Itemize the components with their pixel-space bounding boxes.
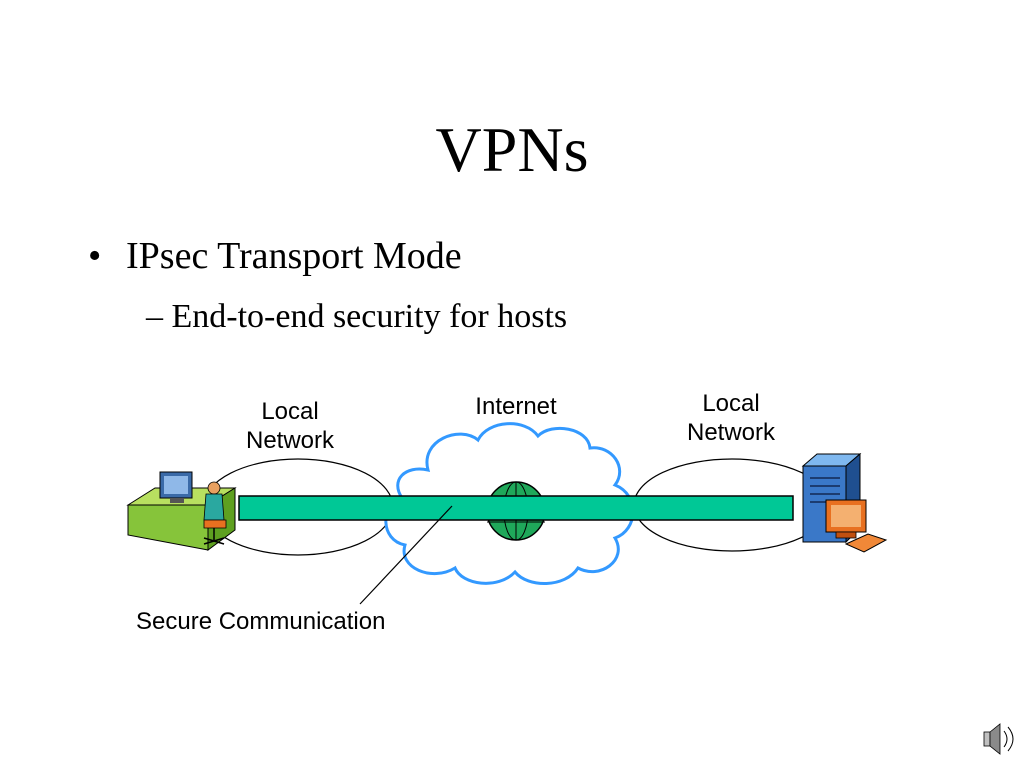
left-network-label-line2: Network — [245, 426, 335, 454]
speaker-icon — [983, 723, 1014, 755]
bullet-text: IPsec Transport Mode — [126, 235, 462, 277]
right-network-label: Local Network — [669, 390, 793, 448]
bullet-item: • IPsec Transport Mode — [88, 235, 462, 278]
callout-line — [359, 505, 453, 605]
left-network-label-line1: Local — [261, 398, 319, 425]
internet-label: Internet — [475, 393, 557, 420]
user-workstation-icon — [126, 471, 237, 551]
sub-bullet-text: – End-to-end security for hosts — [146, 298, 568, 335]
secure-communication-label: Secure Communication — [136, 608, 386, 635]
bullet-marker: • — [88, 235, 102, 277]
server-computer-icon — [801, 452, 888, 553]
left-network-label: Local Network — [228, 398, 352, 456]
right-network-label-line2: Network — [686, 418, 776, 446]
slide-title: VPNs — [435, 114, 589, 185]
right-network-label-line1: Local — [702, 390, 760, 417]
secure-tunnel-bar — [238, 495, 794, 521]
